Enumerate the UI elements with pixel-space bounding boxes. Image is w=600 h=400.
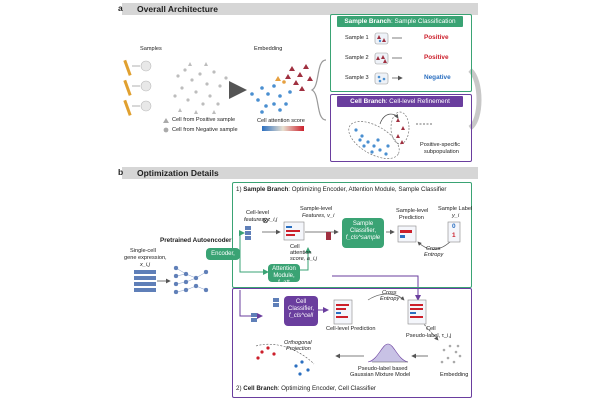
section-b-bar	[122, 167, 478, 179]
cell-branch-header: Cell Branch: Cell-level Refinement	[337, 96, 463, 107]
cell-classifier-block: Cell Classifier, f_cls^cell	[284, 296, 318, 326]
sample-branch-header-bold: Sample Branch	[344, 18, 391, 25]
legend-triangle-icon	[163, 118, 169, 123]
sample-2-label: Sample 2	[345, 55, 369, 61]
sample-features-label-2: Features, v_i	[302, 213, 335, 219]
section-b-title: Optimization Details	[137, 168, 219, 178]
feature-stacks	[245, 226, 331, 322]
attention-score-label-1: Cell	[290, 244, 300, 250]
cell-branch-detail-box	[232, 288, 472, 398]
sample-1-prediction: Positive	[424, 34, 449, 41]
gene-expression-label-1: Single-cell	[130, 248, 156, 254]
gmm-label-1: Pseudo-label based	[358, 366, 408, 372]
embedding-mini-label: Embedding	[440, 372, 469, 378]
sample-classifier-line-1: Sample	[352, 221, 374, 227]
cell-branch-title-num: 2)	[236, 385, 242, 392]
pseudo-label-text-1: Cell	[426, 326, 436, 332]
orthogonal-label-2: Projection	[286, 346, 311, 352]
cell-branch-title-bold: Cell Branch	[243, 385, 278, 392]
encoder-block: Encoder, f_enc	[206, 248, 240, 269]
attention-module-block: Attention Module, f_att	[268, 264, 300, 286]
samples-label: Samples	[140, 46, 162, 52]
colorbar-label: Cell attention score	[257, 118, 305, 124]
section-b-letter: b	[118, 167, 124, 177]
sample-1-label: Sample 1	[345, 35, 369, 41]
sample-branch-box	[330, 14, 472, 92]
cell-prediction-label: Cell-level Prediction	[326, 326, 376, 332]
sample-3-label: Sample 3	[345, 75, 369, 81]
sample-branch-title-num: 1)	[236, 186, 242, 193]
sample-label-text-2: y_i	[452, 213, 460, 219]
subpopulation-label-1: Positive-specific	[420, 142, 461, 148]
attention-module-line-1: Attention	[272, 266, 296, 272]
sample-label-one: 1	[452, 232, 456, 239]
cell-branch-scatter	[348, 111, 432, 159]
sample-branch-title-rest: : Optimizing Encoder, Attention Module, …	[288, 186, 447, 193]
cell-features-label-2: features, z_i,j	[244, 217, 278, 223]
subpopulation-label-2: subpopulation	[424, 149, 459, 155]
sample-prediction-label-1: Sample-level	[396, 208, 429, 214]
gene-expression-matrix	[134, 270, 156, 292]
cross-entropy-sample-2: Entropy	[424, 252, 444, 258]
projection-scatter	[255, 343, 315, 376]
cross-entropy-sample-1: Cross	[426, 246, 441, 252]
sample-branch-title-bold: Sample Branch	[243, 186, 289, 193]
sample-branch-header: Sample Branch: Sample Classification	[337, 16, 463, 27]
sample-features-label-1: Sample-level	[300, 206, 333, 212]
sample-prediction-label-2: Prediction	[399, 215, 424, 221]
sample-3-prediction: Negative	[424, 74, 451, 81]
brace	[310, 59, 327, 121]
sample-classifier-block: Sample Classifier, f_cls^sample	[342, 218, 384, 248]
gmm-curve	[367, 343, 409, 363]
attention-score-label-2: attention	[290, 250, 312, 256]
otimes-symbol: ⊗	[262, 216, 269, 225]
cross-entropy-cell-2: Entropy	[380, 296, 400, 302]
legend-circle-icon	[163, 127, 169, 133]
sample-label-zero: 0	[452, 223, 456, 230]
attention-colorbar	[262, 126, 304, 131]
gene-expression-label-2: gene expression,	[124, 255, 167, 261]
cell-branch-header-rest: : Cell-level Refinement	[385, 98, 450, 105]
cell-features-label-1: Cell-level	[246, 210, 270, 216]
section-a-letter: a	[118, 3, 123, 13]
cell-branch-box	[330, 94, 472, 162]
sample-branch-title: 1) Sample Branch: Optimizing Encoder, At…	[236, 186, 447, 193]
cell-branch-title-rest: : Optimizing Encoder, Cell Classifier	[277, 385, 376, 392]
sample-classifier-line-2: Classifier,	[349, 228, 376, 235]
pretrained-autoencoder-label: Pretrained Autoencoder	[160, 237, 232, 244]
embedding-scatter	[250, 64, 313, 114]
cell-branch-title: 2) Cell Branch: Optimizing Encoder, Cell…	[236, 385, 376, 392]
legend-positive-text: Cell from Positive sample	[172, 117, 236, 123]
sample-branch-header-rest: : Sample Classification	[390, 18, 456, 25]
cross-entropy-cell-1: Cross	[382, 290, 397, 296]
attention-module-line-2: Module, f_att	[273, 273, 295, 287]
sample-2-prediction: Positive	[424, 54, 449, 61]
legend-negative-text: Cell from Negative sample	[172, 127, 238, 133]
autoencoder-network	[173, 265, 209, 295]
cell-classifier-line-3: f_cls^cell	[288, 313, 314, 320]
embedding-label: Embedding	[254, 46, 283, 52]
orthogonal-label-1: Orthogonal	[284, 340, 312, 346]
gene-expression-label-3: x_i,j	[140, 262, 150, 268]
sample-label-text-1: Sample Label	[438, 206, 473, 212]
embedding-mini-scatter	[440, 344, 462, 364]
cell-branch-header-bold: Cell Branch	[350, 98, 386, 105]
gmm-label-2: Gaussian Mixture Model	[350, 372, 411, 378]
cell-classifier-line-2: Classifier,	[287, 306, 314, 313]
cell-classifier-line-1: Cell	[295, 299, 307, 305]
sample-branch-detail-box	[232, 182, 472, 288]
sample-classifier-line-3: f_cls^sample	[345, 235, 381, 242]
sample-vials	[123, 59, 152, 116]
pseudo-label-text-2: Pseudo-label, τ_i,j	[406, 333, 452, 339]
sample-row-glyphs	[374, 32, 402, 85]
section-a-bar	[122, 3, 478, 15]
attention-score-label-3: score, a_i,j	[290, 256, 318, 262]
section-a-title: Overall Architecture	[137, 4, 218, 14]
raw-cell-scatter	[173, 62, 228, 114]
